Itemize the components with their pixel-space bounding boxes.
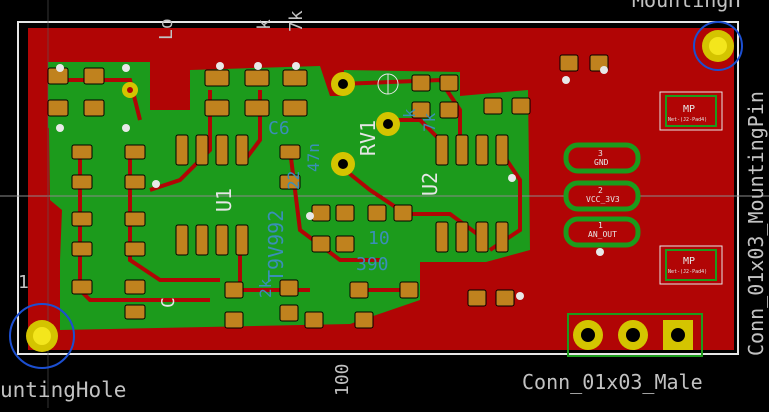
rv1-pads[interactable] [331,72,400,176]
ref-c6: C6 [268,118,290,139]
mounting-hole-courtyard-top [693,21,743,71]
pin2-name: VCC_3V3 [586,195,620,204]
ref-c: C [158,297,179,308]
mp-pad-bottom[interactable] [659,245,723,285]
mp-pad-top[interactable] [659,91,723,131]
val-2k: 2k [256,278,275,298]
silk-top-k: k [254,19,275,30]
mp-bottom-title: MP [683,256,696,267]
val-390: 390 [356,254,389,275]
pin1-name: AN_OUT [588,230,617,239]
val-1: 1 [18,272,29,293]
val-47n: 47n [304,143,323,172]
connector-j1-pins[interactable] [563,142,641,248]
val-k: k [400,108,419,118]
mounting-hole-courtyard-bottom [9,303,75,369]
val-t9v992: T9V992 [264,209,288,282]
silk-bottom-left: untingHole [0,378,127,402]
ref-u2: U2 [418,171,442,196]
vias [56,62,608,300]
pin3-num: 3 [598,149,603,158]
pin3-name: GND [594,158,609,167]
board-edge [17,21,739,355]
ref-rv1: RV1 [356,119,380,156]
silk-bottom-100: 100 [332,363,353,396]
val-10: 10 [368,228,390,249]
silk-top-mounting: MountingH [632,0,741,12]
val-22: 22 [284,170,303,190]
mp-top-outline [665,95,717,127]
mp-bottom-outline [665,249,717,281]
conn-header-outline [567,313,703,357]
mp-bottom-sub: Net-(J2-Pad4) [668,269,708,275]
val-7k2: 7k [420,112,439,132]
silk-right-label: Conn_01x03_MountingPin [744,91,768,356]
silk-top-7k: 7k [286,10,307,32]
mp-top-title: MP [683,104,696,115]
mounting-hole-top-drill [709,37,727,55]
mh-small-drill [127,87,133,93]
smd-pads[interactable] [47,54,609,329]
silk-bottom-conn: Conn_01x03_Male [522,370,703,394]
pin2-num: 2 [598,186,603,195]
silk-top-lo: Lo [156,18,177,40]
pin1-num: 1 [598,221,603,230]
mounting-hole-bottom-drill [33,327,51,345]
ref-u1: U1 [212,187,236,212]
mp-top-sub: Net-(J2-Pad4) [668,117,708,123]
